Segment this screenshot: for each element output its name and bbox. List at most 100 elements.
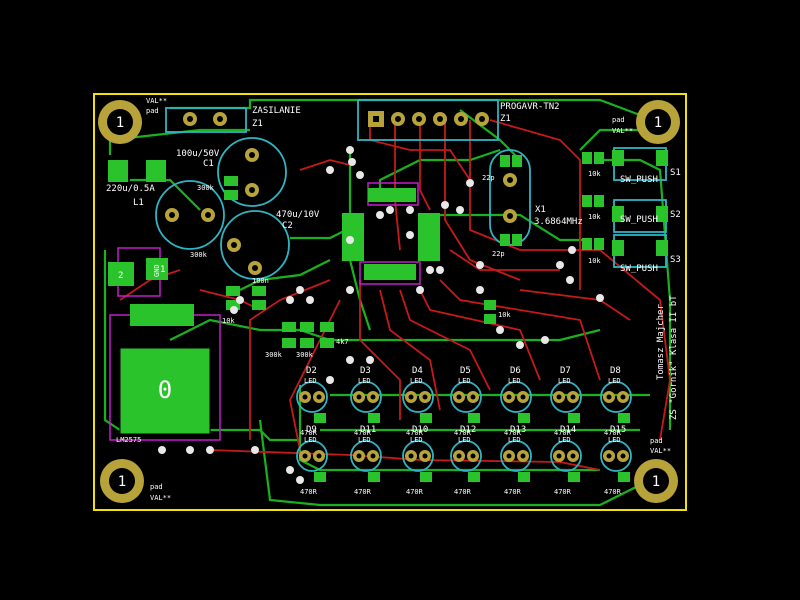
via [296, 286, 304, 294]
svg-text:1: 1 [652, 474, 660, 490]
svg-text:100u/50V: 100u/50V [176, 149, 220, 159]
svg-text:10k: 10k [222, 317, 235, 325]
svg-text:300k: 300k [197, 184, 215, 192]
via [441, 201, 449, 209]
svg-text:D6: D6 [510, 366, 521, 376]
svg-text:1: 1 [654, 115, 662, 131]
power-section: 220u/0.5A L1 100u/50V C1 470u/10V C2 300… [106, 148, 320, 444]
svg-text:PROGAVR-TN2: PROGAVR-TN2 [500, 102, 560, 112]
via [286, 466, 294, 474]
svg-text:470R: 470R [406, 429, 424, 437]
via [386, 206, 394, 214]
svg-text:3.6864MHz: 3.6864MHz [534, 217, 583, 227]
svg-text:100n: 100n [252, 277, 269, 285]
svg-text:LED: LED [358, 377, 371, 385]
via [466, 179, 474, 187]
svg-text:S2: S2 [670, 210, 681, 220]
svg-text:LED: LED [558, 377, 571, 385]
svg-text:Tomasz Majcher: Tomasz Majcher [656, 304, 666, 380]
svg-text:470R: 470R [554, 429, 572, 437]
svg-text:300k: 300k [265, 351, 283, 359]
via [346, 356, 354, 364]
svg-text:Z1: Z1 [500, 114, 511, 124]
svg-text:1: 1 [160, 265, 165, 275]
svg-text:470R: 470R [454, 488, 472, 496]
svg-text:300k: 300k [190, 251, 208, 259]
via [476, 286, 484, 294]
svg-text:pad: pad [650, 437, 663, 445]
svg-text:D11: D11 [360, 425, 376, 435]
switch-s1: 10k SW_PUSH S1 [582, 150, 681, 185]
svg-text:VAL**: VAL** [612, 127, 633, 135]
via [230, 306, 238, 314]
svg-text:LED: LED [558, 436, 571, 444]
power-connector: ZASILANIE Z1 [183, 106, 301, 129]
svg-text:10k: 10k [588, 257, 601, 265]
svg-text:10k: 10k [588, 170, 601, 178]
svg-text:D14: D14 [560, 425, 576, 435]
svg-text:pad: pad [150, 483, 163, 491]
via [236, 296, 244, 304]
svg-text:X1: X1 [535, 205, 546, 215]
switch-s2: 10k SW_PUSH S2 [582, 195, 681, 225]
svg-text:D15: D15 [610, 425, 626, 435]
ics [342, 188, 440, 280]
svg-text:1: 1 [116, 115, 124, 131]
via [206, 446, 214, 454]
led-row-bottom: D9LED470RD11LED470RD10LED470RD12LED470RD… [296, 425, 632, 496]
svg-text:L1: L1 [133, 198, 144, 208]
svg-text:SW_PUSH: SW_PUSH [620, 264, 658, 274]
svg-text:22p: 22p [492, 250, 505, 258]
via [346, 236, 354, 244]
via [306, 296, 314, 304]
svg-text:Z1: Z1 [252, 119, 263, 129]
via [366, 356, 374, 364]
via [541, 336, 549, 344]
svg-text:LED: LED [304, 436, 317, 444]
via [496, 326, 504, 334]
svg-text:470R: 470R [300, 488, 318, 496]
svg-text:C2: C2 [282, 221, 293, 231]
via [416, 286, 424, 294]
svg-text:D2: D2 [306, 366, 317, 376]
via [566, 276, 574, 284]
svg-text:LED: LED [508, 436, 521, 444]
svg-text:C1: C1 [203, 159, 214, 169]
via [251, 446, 259, 454]
svg-text:10k: 10k [498, 311, 511, 319]
middle-resistors: 300k 300k 4k7 10k [265, 300, 511, 359]
programmer-connector: PROGAVR-TN2 Z1 [368, 102, 560, 127]
via [596, 294, 604, 302]
svg-text:SW_PUSH: SW_PUSH [620, 215, 658, 225]
svg-text:LED: LED [410, 436, 423, 444]
svg-text:10k: 10k [588, 213, 601, 221]
mounting-holes: 1 VAL** pad 1 pad VAL** 1 pad VAL** 1 pa… [98, 97, 680, 503]
via [406, 231, 414, 239]
via [326, 166, 334, 174]
bottom-copper-traces [103, 98, 672, 507]
svg-text:pad: pad [146, 107, 159, 115]
via [348, 158, 356, 166]
svg-text:LED: LED [410, 377, 423, 385]
svg-text:D5: D5 [460, 366, 471, 376]
crystal: X1 3.6864MHz 22p 22p [482, 155, 583, 258]
mount-hole-br: 1 pad VAL** [634, 437, 678, 503]
svg-text:LED: LED [608, 436, 621, 444]
svg-text:470R: 470R [604, 488, 622, 496]
svg-text:1: 1 [118, 474, 126, 490]
via [186, 446, 194, 454]
svg-text:300k: 300k [296, 351, 314, 359]
svg-text:470R: 470R [504, 429, 522, 437]
svg-text:D10: D10 [412, 425, 428, 435]
